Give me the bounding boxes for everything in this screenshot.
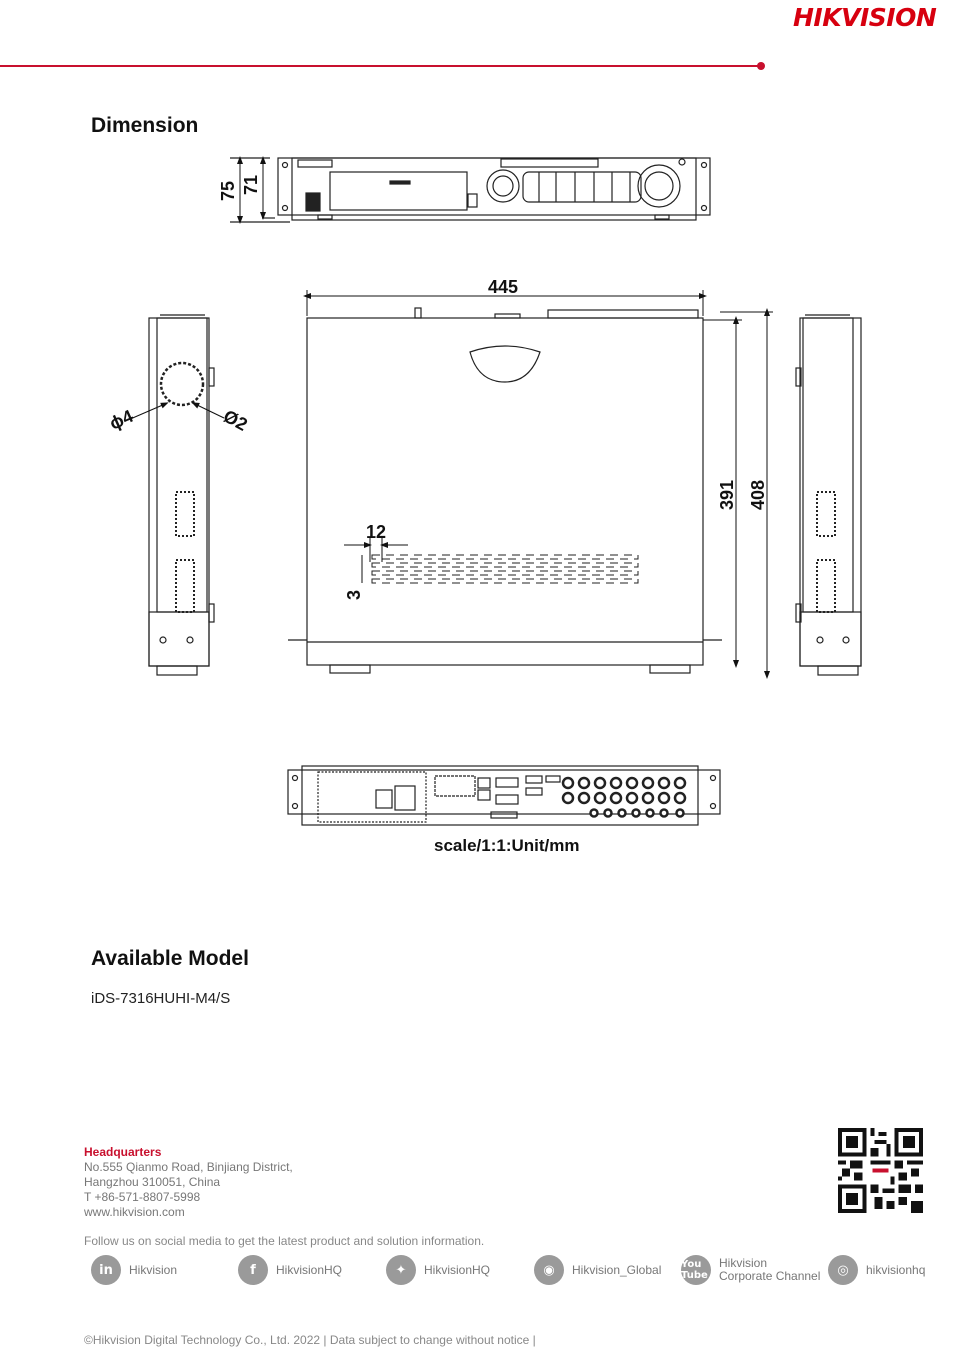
instagram-icon: ◎ xyxy=(828,1255,858,1285)
rear-view xyxy=(287,765,721,826)
linkedin-icon: in xyxy=(91,1255,121,1285)
dim-hole-diameter: Ø2 xyxy=(220,406,251,435)
wechat-icon: ◉ xyxy=(534,1255,564,1285)
available-model-heading: Available Model xyxy=(91,947,249,970)
social-wechat[interactable]: ◉ Hikvision_Global xyxy=(534,1255,661,1285)
youtube-icon: You Tube xyxy=(681,1255,711,1285)
hq-phone: T +86-571-8807-5998 xyxy=(84,1190,201,1204)
dim-vent-width: 12 xyxy=(366,522,386,542)
social-facebook[interactable]: f HikvisionHQ xyxy=(238,1255,342,1285)
dim-vent-height: 3 xyxy=(344,590,364,600)
dim-depth-inner: 391 xyxy=(717,480,737,510)
dim-front-height-outer: 75 xyxy=(218,181,238,201)
dim-front-height-inner: 71 xyxy=(241,175,261,195)
hq-address-line2: Hangzhou 310051, China xyxy=(84,1175,221,1189)
qr-code xyxy=(838,1128,923,1213)
front-view xyxy=(230,157,711,223)
model-number: iDS-7316HUHI-M4/S xyxy=(91,990,231,1007)
right-side-view xyxy=(795,314,862,676)
left-side-view xyxy=(148,314,215,676)
social-linkedin[interactable]: in Hikvision xyxy=(91,1255,177,1285)
headquarters-block: Headquarters No.555 Qianmo Road, Binjian… xyxy=(84,1145,293,1220)
social-youtube[interactable]: You Tube Hikvision Corporate Channel xyxy=(681,1255,821,1285)
hq-website[interactable]: www.hikvision.com xyxy=(84,1205,185,1219)
scale-note: scale/1:1:Unit/mm xyxy=(434,836,580,855)
vent-slots xyxy=(371,554,639,584)
dim-depth-outer: 408 xyxy=(748,480,768,510)
facebook-icon: f xyxy=(238,1255,268,1285)
dim-width: 445 xyxy=(488,277,518,297)
hq-title: Headquarters xyxy=(84,1145,162,1159)
header-rule xyxy=(0,65,760,67)
header-rule-dot xyxy=(757,62,765,70)
dimension-heading: Dimension xyxy=(91,114,199,137)
rear-bnc-connectors xyxy=(561,776,687,818)
copyright-text: ©Hikvision Digital Technology Co., Ltd. … xyxy=(84,1333,536,1347)
twitter-icon: ✦ xyxy=(386,1255,416,1285)
hq-address-line1: No.555 Qianmo Road, Binjiang District, xyxy=(84,1160,293,1174)
social-twitter[interactable]: ✦ HikvisionHQ xyxy=(386,1255,490,1285)
social-instagram[interactable]: ◎ hikvisionhq xyxy=(828,1255,925,1285)
dim-hole-phi: ϕ4 xyxy=(106,406,136,434)
follow-text: Follow us on social media to get the lat… xyxy=(84,1234,485,1248)
dimension-drawing: 75 71 ϕ4 Ø2 445 391 408 xyxy=(106,156,862,826)
top-view xyxy=(288,307,722,674)
hikvision-logo: HIKVISION xyxy=(793,3,937,32)
